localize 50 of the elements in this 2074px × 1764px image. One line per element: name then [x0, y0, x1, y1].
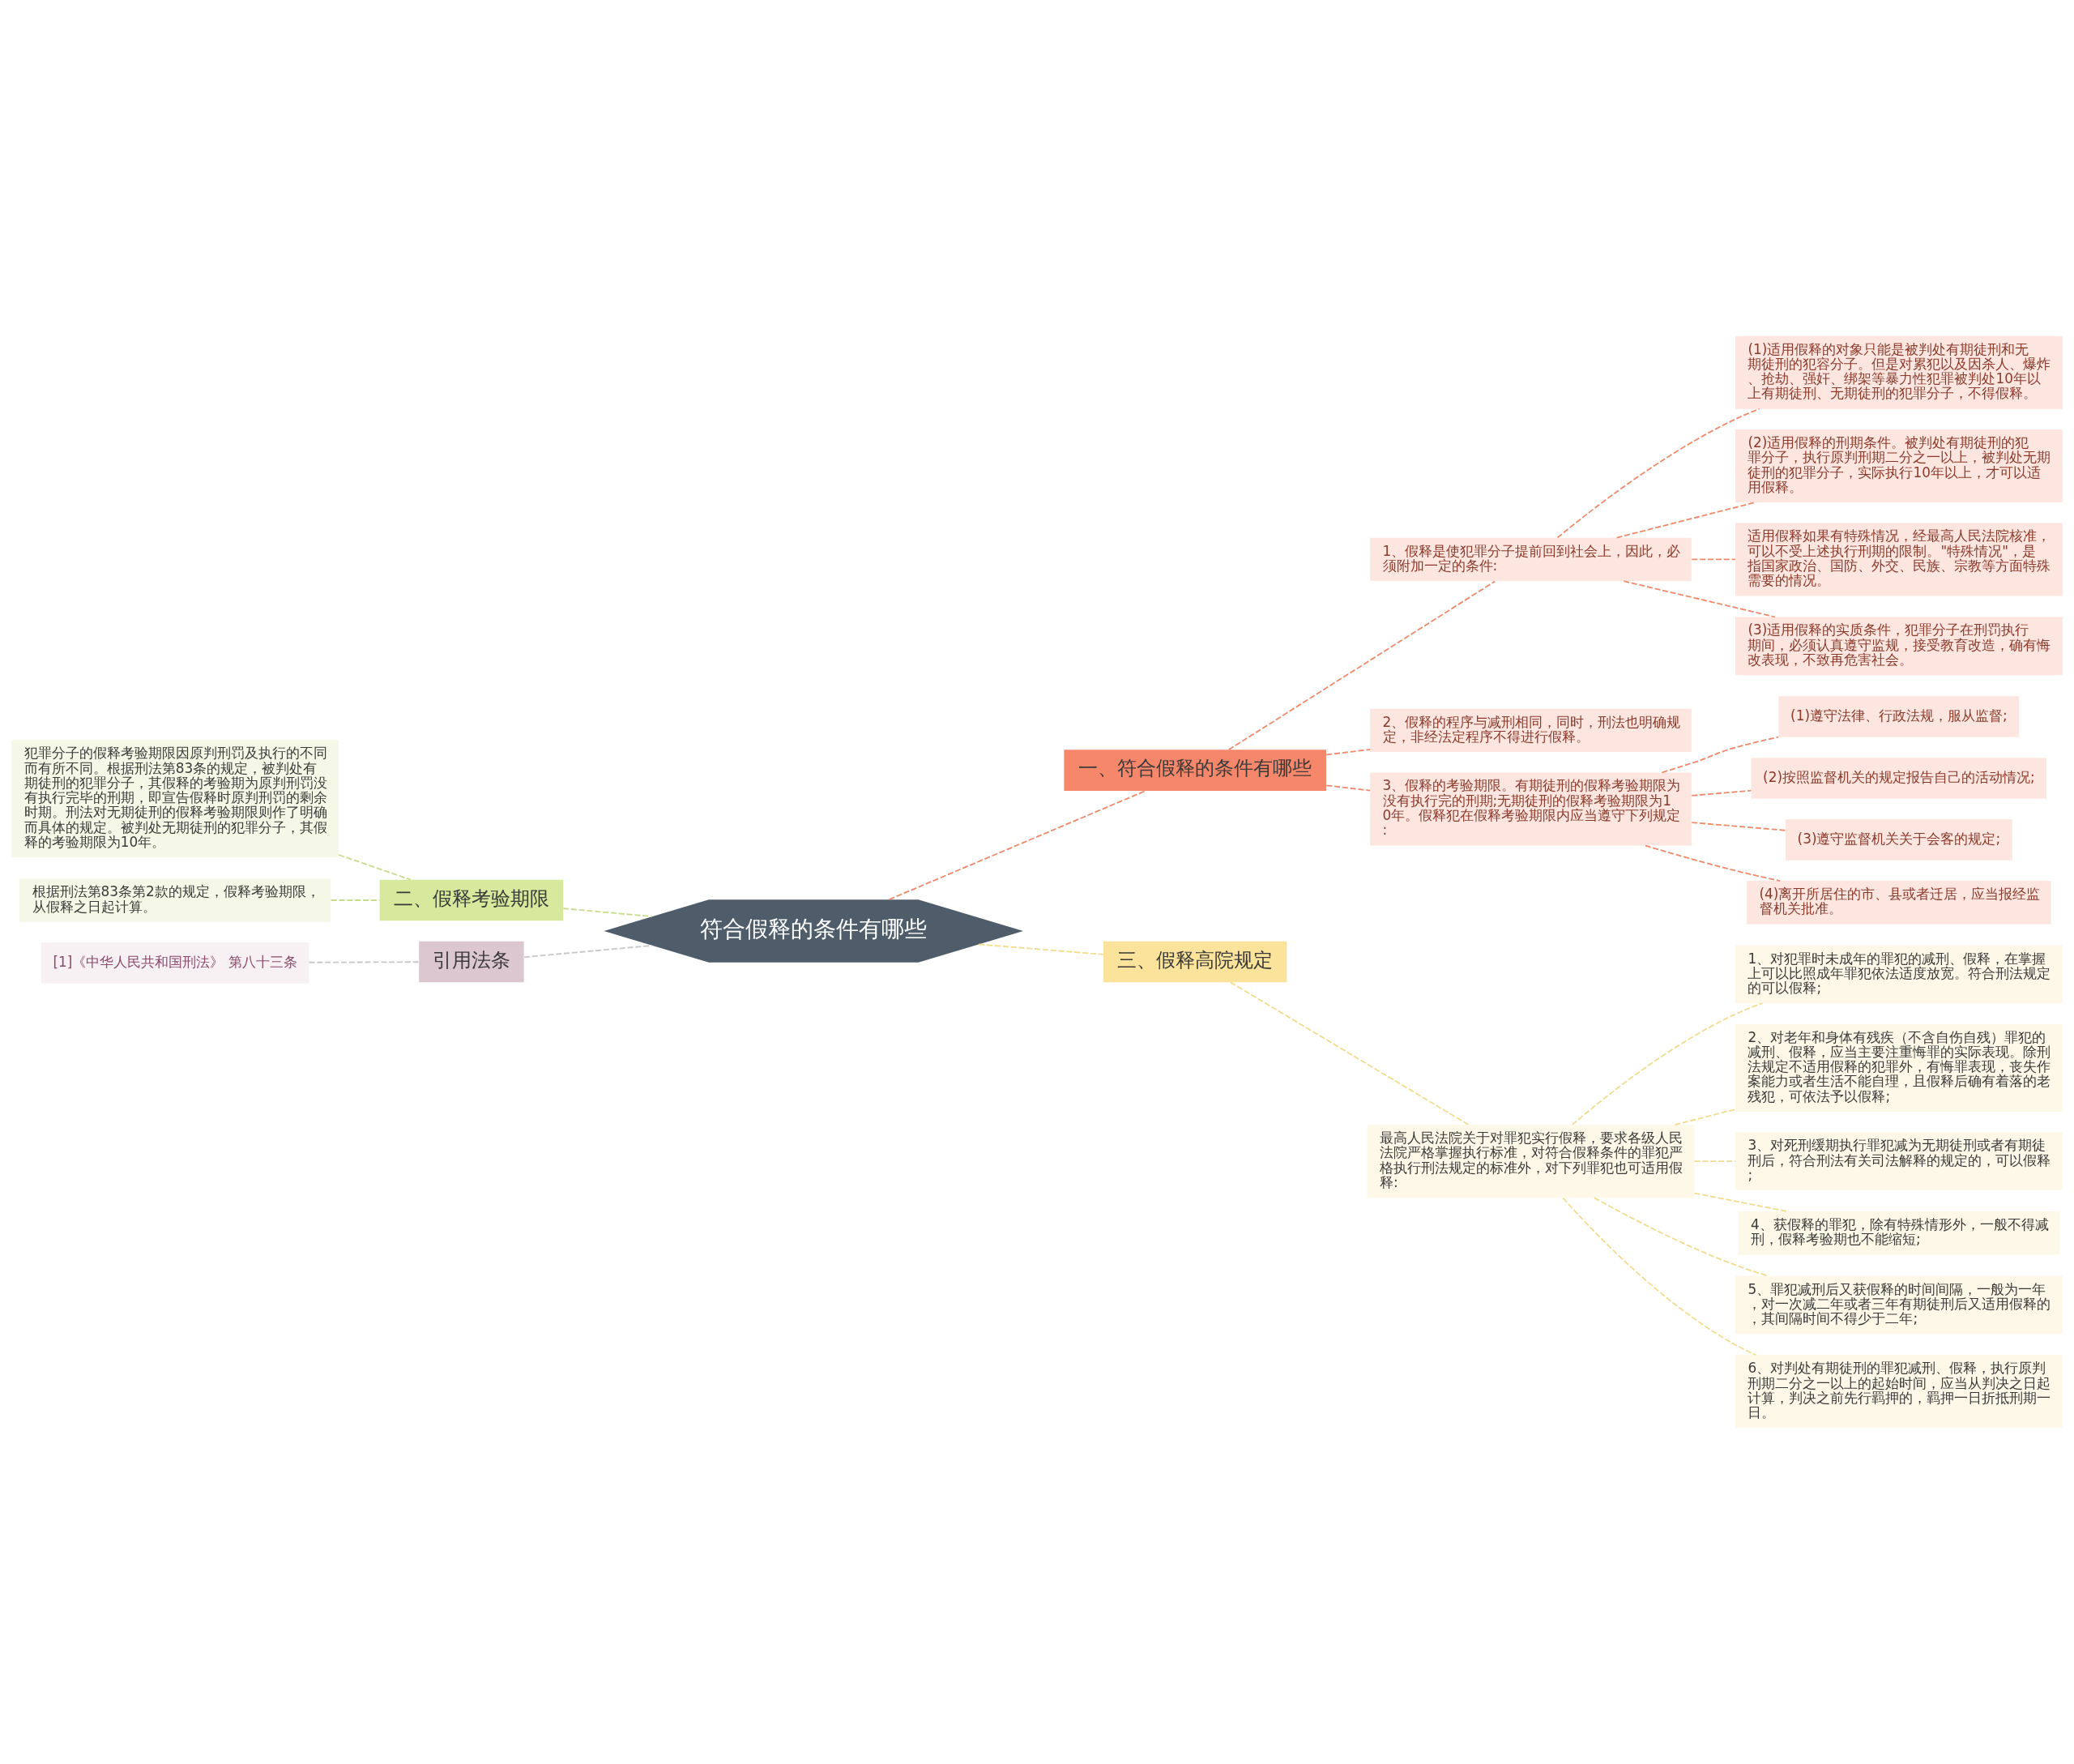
connector — [523, 944, 654, 959]
node-box: 引用法条 — [419, 941, 524, 983]
connector — [330, 899, 381, 901]
connector — [1691, 789, 1752, 797]
node-box: (4)离开所居住的市、县或者迁居，应当报经监督机关批准。 — [1747, 881, 2051, 925]
connector — [1691, 822, 1786, 831]
connector — [978, 943, 1104, 955]
node-box: 1、假释是使犯罪分子提前回到社会上，因此，必须附加一定的条件: — [1370, 537, 1692, 582]
node-box: 最高人民法院关于对罪犯实行假释，要求各级人民法院严格掌握执行标准，对符合假释条件的罪犯严格执行刑法规定的标准外，对下列罪犯也可适用假释: — [1367, 1125, 1695, 1198]
node-box: 6、对判处有期徒刑的罪犯减刑、假释，执行原判刑期二分之一以上的起始时间，应当从判决之日起计算，判决之前先行羁押的，羁押一日折抵刑期一日。 — [1735, 1355, 2063, 1429]
connector — [1661, 736, 1780, 774]
node-box: 3、假释的考验期限。有期徒刑的假释考验期限为没有执行完的刑期;无期徒刑的假释考验期限为10年。假释犯在假释考验期限内应当遵守下列规定: — [1370, 772, 1692, 846]
node-box: 二、假释考验期限 — [379, 879, 564, 921]
node-box: [1]《中华人民共和国刑法》 第八十三条 — [41, 942, 309, 984]
connector — [1615, 502, 1756, 539]
connector — [1227, 580, 1496, 751]
node-box: (2)适用假释的刑期条件。被判处有期徒刑的犯罪分子，执行原判刑期二分之一以上，被判处无期徒刑的犯罪分子，实际执行10年以上，才可以适用假释。 — [1735, 429, 2063, 502]
connector — [1693, 1160, 1736, 1163]
node-box: (3)适用假释的实质条件，犯罪分子在刑罚执行期间，必须认真遵守监规，接受教育改造，确有悔改表现，不致再危害社会。 — [1735, 617, 2063, 676]
node-box: 三、假释高院规定 — [1103, 941, 1287, 983]
connector — [1325, 784, 1371, 792]
node-box: 2、对老年和身体有残疾（不含自伤自残）罪犯的减刑、假释，应当主要注重悔罪的实际表现。除刑法规定不适用假释的犯罪外，有悔罪表现，丧失作案能力或者生活不能自理，且假释后确有着落的老残犯，可依法予以假释; — [1735, 1023, 2063, 1112]
node-box: (3)遵守监督机关关于会客的规定; — [1785, 819, 2012, 861]
connector — [1623, 580, 1776, 618]
connector — [1691, 558, 1736, 561]
connector — [1325, 749, 1371, 756]
connector — [1572, 1002, 1763, 1125]
node-box: (2)按照监督机关的规定报告自己的活动情况; — [1751, 758, 2047, 799]
node-box: 2、假释的程序与减刑相同，同时，刑法也明确规定，非经法定程序不得进行假释。 — [1370, 708, 1692, 753]
connector — [1645, 844, 1781, 882]
connector — [1556, 408, 1760, 539]
connector — [308, 961, 420, 963]
connector — [1693, 1192, 1788, 1212]
node-box: 5、罪犯减刑后又获假释的时间间隔，一般为一年，对一次减二年或者三年有期徒刑后又适用假释的，其间隔时间不得少于二年; — [1735, 1275, 2063, 1335]
node-box: 根据刑法第83条第2款的规定，假释考验期限，从假释之日起计算。 — [19, 878, 331, 922]
connector — [1562, 1197, 1757, 1356]
connector — [562, 908, 653, 917]
node-box: 犯罪分子的假释考验期限因原判刑罚及执行的不同而有所不同。根据刑法第83条的规定，被判处有期徒刑的犯罪分子，其假释的考验期为原判刑罚没有执行完毕的刑期，即宣告假释时原判刑罚的剩余时期。刑法对无期徒刑的假释考验期限则作了明确而具体的规定。被判处无期徒刑的犯罪分子，其假释的考验期限为10年。 — [11, 740, 339, 858]
connector — [338, 854, 412, 881]
connector — [1230, 981, 1470, 1125]
connector — [1674, 1108, 1736, 1125]
node-box: 4、获假释的罪犯，除有特殊情形外，一般不得减刑，假释考验期也不能缩短; — [1738, 1211, 2060, 1255]
node-box: 3、对死刑缓期执行罪犯减为无期徒刑或者有期徒刑后，符合刑法有关司法解释的规定的，可以假释; — [1735, 1132, 2063, 1191]
node-box: 适用假释如果有特殊情况，经最高人民法院核准，可以不受上述执行刑期的限制。"特殊情况"，是指国家政治、国防、外交、民族、宗教等方面特殊需要的情况。 — [1735, 523, 2063, 596]
node-box: (1)适用假释的对象只能是被判处有期徒刑和无期徒刑的犯容分子。但是对累犯以及因杀人、爆炸、抢劫、强奸、绑架等暴力性犯罪被判处10年以上有期徒刑、无期徒刑的犯罪分子，不得假释。 — [1735, 335, 2063, 409]
connector — [888, 790, 1146, 900]
node-box: 1、对犯罪时未成年的罪犯的减刑、假释，在掌握上可以比照成年罪犯依法适度放宽。符合刑法规定的可以假释; — [1735, 945, 2063, 1004]
node-box: 一、符合假释的条件有哪些 — [1064, 750, 1326, 791]
connector — [1594, 1197, 1769, 1277]
node-box: (1)遵守法律、行政法规，服从监督; — [1778, 696, 2020, 737]
